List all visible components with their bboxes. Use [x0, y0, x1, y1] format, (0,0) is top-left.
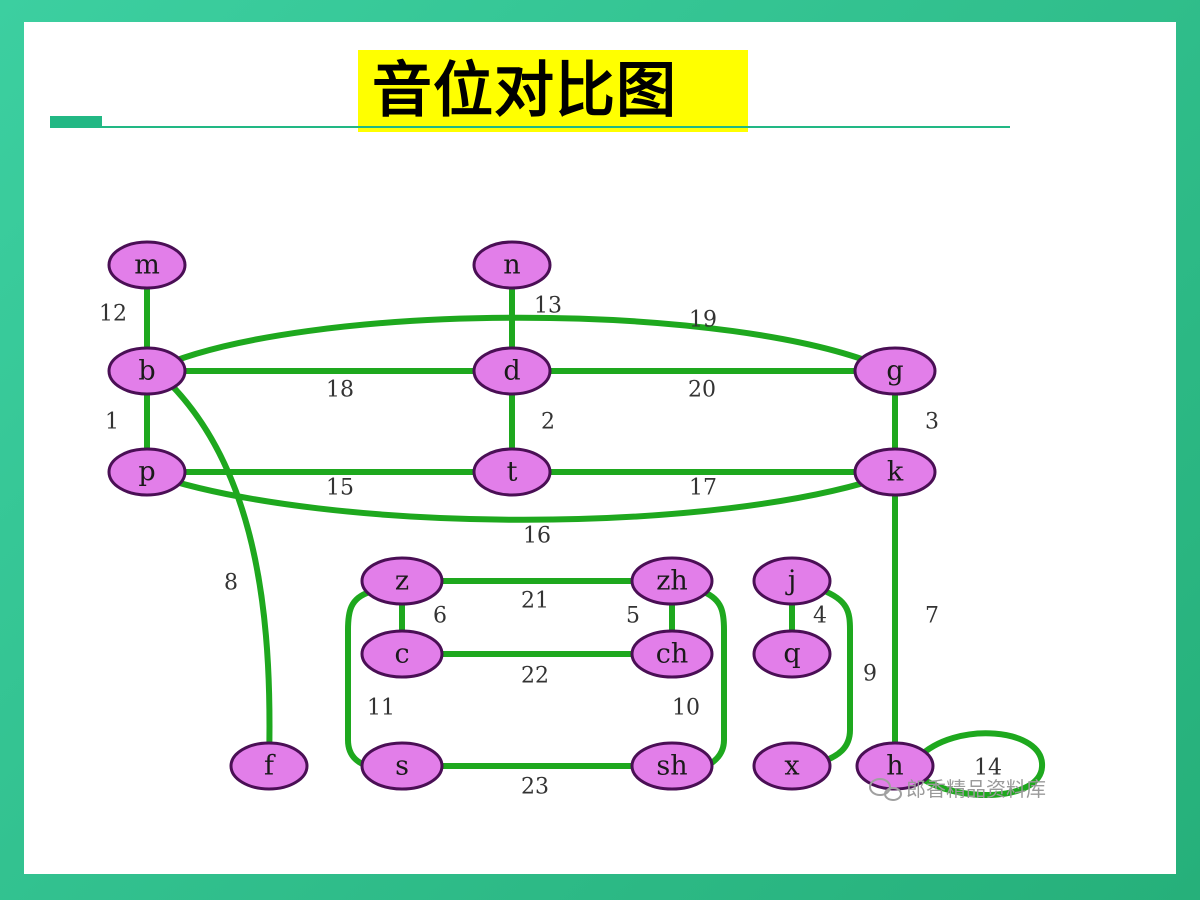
- edge-b-f: [157, 371, 273, 769]
- node-x: x: [752, 741, 832, 791]
- node-label-k: k: [887, 457, 904, 488]
- node-ch: ch: [630, 629, 714, 679]
- node-label-x: x: [784, 751, 799, 782]
- node-circle-m: [107, 240, 187, 290]
- nodes-layer: m n b d g p t k z zh j c ch q f s sh x h: [107, 240, 937, 791]
- node-circle-b: [107, 346, 187, 396]
- edge-label-z-zh: 21: [521, 589, 549, 614]
- node-circle-n: [472, 240, 552, 290]
- node-label-j: j: [785, 566, 796, 597]
- node-circle-d: [472, 346, 552, 396]
- node-m: m: [107, 240, 187, 290]
- edge-label-zh-sh: 10: [672, 696, 700, 721]
- node-label-d: d: [503, 356, 520, 387]
- node-circle-g: [853, 346, 937, 396]
- node-f: f: [229, 741, 309, 791]
- node-circle-ch: [630, 629, 714, 679]
- edge-label-d-t: 2: [541, 410, 555, 435]
- node-circle-j: [752, 556, 832, 606]
- edge-label-k-h: 7: [925, 604, 939, 629]
- edge-label-z-c: 6: [433, 604, 447, 629]
- node-circle-x: [752, 741, 832, 791]
- edge-label-j-q: 4: [813, 604, 827, 629]
- edge-label-z-s: 11: [367, 696, 395, 721]
- node-circle-c: [360, 629, 444, 679]
- node-circle-sh: [630, 741, 714, 791]
- edge-label-g-k: 3: [925, 410, 939, 435]
- node-circle-s: [360, 741, 444, 791]
- wechat-icon: [869, 778, 902, 801]
- title-rule-line: [50, 126, 1010, 128]
- edge-label-b-g: 19: [689, 308, 717, 333]
- node-q: q: [752, 629, 832, 679]
- node-label-g: g: [886, 356, 903, 387]
- edge-label-t-k: 17: [689, 476, 717, 501]
- edge-label-p-t: 15: [326, 476, 354, 501]
- edge-label-j-x: 9: [863, 662, 877, 687]
- node-label-z: z: [395, 566, 409, 597]
- edge-label-p-k: 16: [523, 524, 551, 549]
- edge-label-zh-ch: 5: [626, 604, 640, 629]
- edge-label-n-d: 13: [534, 294, 562, 319]
- node-label-b: b: [138, 356, 155, 387]
- node-j: j: [752, 556, 832, 606]
- node-label-t: t: [507, 457, 518, 488]
- edge-h-h: [915, 730, 1046, 799]
- edge-label-m-b: 12: [99, 302, 127, 327]
- title-banner: 音位对比图: [358, 50, 748, 132]
- node-circle-q: [752, 629, 832, 679]
- node-t: t: [472, 447, 552, 497]
- edge-label-b-p: 1: [105, 410, 119, 435]
- node-circle-k: [853, 447, 937, 497]
- node-s: s: [360, 741, 444, 791]
- node-circle-t: [472, 447, 552, 497]
- edge-label-d-g: 20: [688, 378, 716, 403]
- edge-j-x: [819, 587, 853, 765]
- node-circle-p: [107, 447, 187, 497]
- edge-label-c-ch: 22: [521, 664, 549, 689]
- node-label-f: f: [264, 751, 276, 782]
- node-p: p: [107, 447, 187, 497]
- node-label-n: n: [503, 250, 520, 281]
- watermark-text: 郎香精品资料库: [906, 777, 1046, 801]
- node-circle-zh: [630, 556, 714, 606]
- edge-b-g: [147, 314, 895, 374]
- node-d: d: [472, 346, 552, 396]
- node-z: z: [360, 556, 444, 606]
- node-k: k: [853, 447, 937, 497]
- node-label-ch: ch: [656, 639, 689, 670]
- node-label-q: q: [783, 639, 800, 670]
- edge-label-h-h: 14: [974, 756, 1002, 781]
- node-label-m: m: [134, 250, 160, 281]
- node-circle-f: [229, 741, 309, 791]
- edge-label-b-f: 8: [224, 571, 238, 596]
- edge-label-b-d: 18: [326, 378, 354, 403]
- node-circle-z: [360, 556, 444, 606]
- node-sh: sh: [630, 741, 714, 791]
- node-label-p: p: [138, 457, 155, 488]
- watermark: 郎香精品资料库: [869, 777, 1046, 801]
- edges-layer: [144, 262, 1046, 799]
- node-label-h: h: [886, 751, 903, 782]
- node-b: b: [107, 346, 187, 396]
- node-label-c: c: [394, 639, 409, 670]
- node-n: n: [472, 240, 552, 290]
- node-zh: zh: [630, 556, 714, 606]
- node-label-zh: zh: [656, 566, 688, 597]
- edge-zh-sh: [699, 589, 727, 771]
- node-g: g: [853, 346, 937, 396]
- node-label-s: s: [395, 751, 409, 782]
- node-label-sh: sh: [656, 751, 687, 782]
- title-rule-accent: [50, 116, 102, 126]
- edge-label-s-sh: 23: [521, 775, 549, 800]
- page-title: 音位对比图: [372, 56, 677, 126]
- edge-z-s: [345, 589, 375, 771]
- node-c: c: [360, 629, 444, 679]
